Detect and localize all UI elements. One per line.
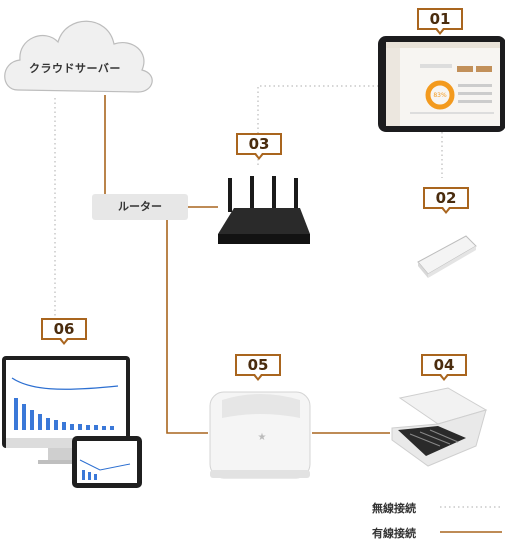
legend-wireless-label: 無線接続 (372, 502, 416, 515)
cloud-icon (4, 20, 153, 93)
wired-connections (104, 95, 502, 533)
gauge-ring (425, 80, 455, 110)
device-number-02: 02 (423, 187, 469, 214)
mobile-battery-device (417, 235, 477, 278)
gauge-value: 83% (433, 92, 447, 99)
router-label: ルーター (92, 194, 188, 220)
wireless-connections (54, 85, 502, 508)
legend-wired-label: 有線接続 (372, 527, 416, 540)
device-number-05: 05 (235, 354, 281, 381)
device-number-01: 01 (417, 8, 463, 35)
device-number-03: 03 (236, 133, 282, 160)
device-number-06: 06 (41, 318, 87, 345)
tablet-device (378, 36, 505, 132)
wifi-router-device (218, 176, 310, 244)
device-number-04: 04 (421, 354, 467, 381)
receipt-printer-device: ★ (209, 391, 311, 479)
cloud-server-label: クラウドサーバー (29, 62, 121, 75)
svg-text:★: ★ (258, 432, 267, 443)
small-tablet-device (72, 436, 142, 488)
cash-drawer-device (391, 387, 488, 467)
wireless-line-router-to-tablet (257, 85, 378, 165)
wired-line-router-to-printer (166, 220, 208, 434)
